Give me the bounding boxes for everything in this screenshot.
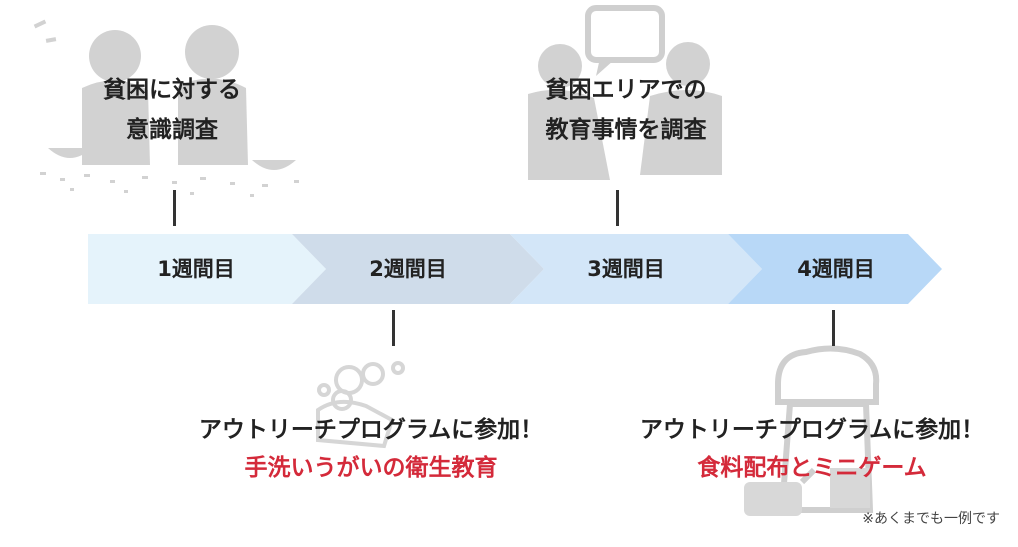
chevron-week1 xyxy=(88,234,326,304)
week-label-2: 2週間目 xyxy=(369,257,447,281)
event-week1-line1: 貧困に対する xyxy=(103,77,241,103)
handwashing-icon xyxy=(316,361,405,449)
event-week4-line1: アウトリーチプログラムに参加！ xyxy=(639,417,985,443)
event-week2-line1: アウトリーチプログラムに参加！ xyxy=(198,417,544,443)
event-week2-line2: 手洗いうがいの衛生教育 xyxy=(244,455,498,481)
footnote: ※あくまでも一例です xyxy=(862,511,1000,527)
connector-week4 xyxy=(832,310,835,346)
chevron-week4 xyxy=(728,234,942,304)
discussion-people-icon xyxy=(528,5,722,180)
chevron-week3 xyxy=(510,234,762,304)
week-label-1: 1週間目 xyxy=(157,257,235,281)
week-label-3: 3週間目 xyxy=(587,257,665,281)
event-week3-line1: 貧困エリアでの xyxy=(545,77,707,103)
food-server-icon xyxy=(744,345,880,516)
event-week3-line2: 教育事情を調査 xyxy=(545,117,707,143)
event-week1-line2: 意識調査 xyxy=(126,117,218,143)
connector-week1 xyxy=(173,190,176,226)
sitting-people-icon xyxy=(33,19,299,197)
event-week4-line2: 食料配布とミニゲーム xyxy=(697,455,927,481)
chevron-week2 xyxy=(292,234,544,304)
connector-week3 xyxy=(616,190,619,226)
connector-week2 xyxy=(392,310,395,346)
week-label-4: 4週間目 xyxy=(797,257,875,281)
